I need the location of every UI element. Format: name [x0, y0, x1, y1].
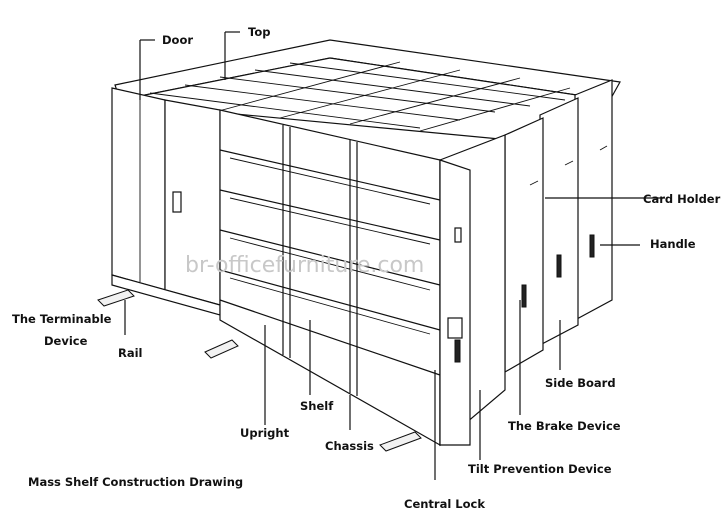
- diagram-title: Mass Shelf Construction Drawing: [28, 475, 243, 489]
- label-handle: Handle: [650, 237, 696, 251]
- label-door: Door: [162, 33, 193, 47]
- label-shelf: Shelf: [300, 399, 334, 413]
- label-top: Top: [248, 25, 270, 39]
- label-rail: Rail: [118, 346, 143, 360]
- label-central-lock: Central Lock: [404, 497, 485, 511]
- label-tilt-prevention: Tilt Prevention Device: [468, 462, 612, 476]
- watermark-text: br-officefurniture.com: [185, 253, 424, 278]
- label-terminable-line1: The Terminable: [12, 312, 112, 326]
- label-brake-device: The Brake Device: [508, 419, 621, 433]
- label-side-board: Side Board: [545, 376, 616, 390]
- label-terminable-line2: Device: [44, 334, 88, 348]
- label-card-holder: Card Holder: [643, 192, 721, 206]
- door-cabinet: [111, 87, 221, 316]
- label-chassis: Chassis: [325, 439, 374, 453]
- shelving-illustration: [97, 39, 621, 452]
- floor-rails: [97, 289, 422, 452]
- label-upright: Upright: [240, 426, 290, 440]
- leader-lines: [124, 31, 665, 480]
- open-shelving: [219, 109, 506, 447]
- top-panel: [114, 39, 621, 141]
